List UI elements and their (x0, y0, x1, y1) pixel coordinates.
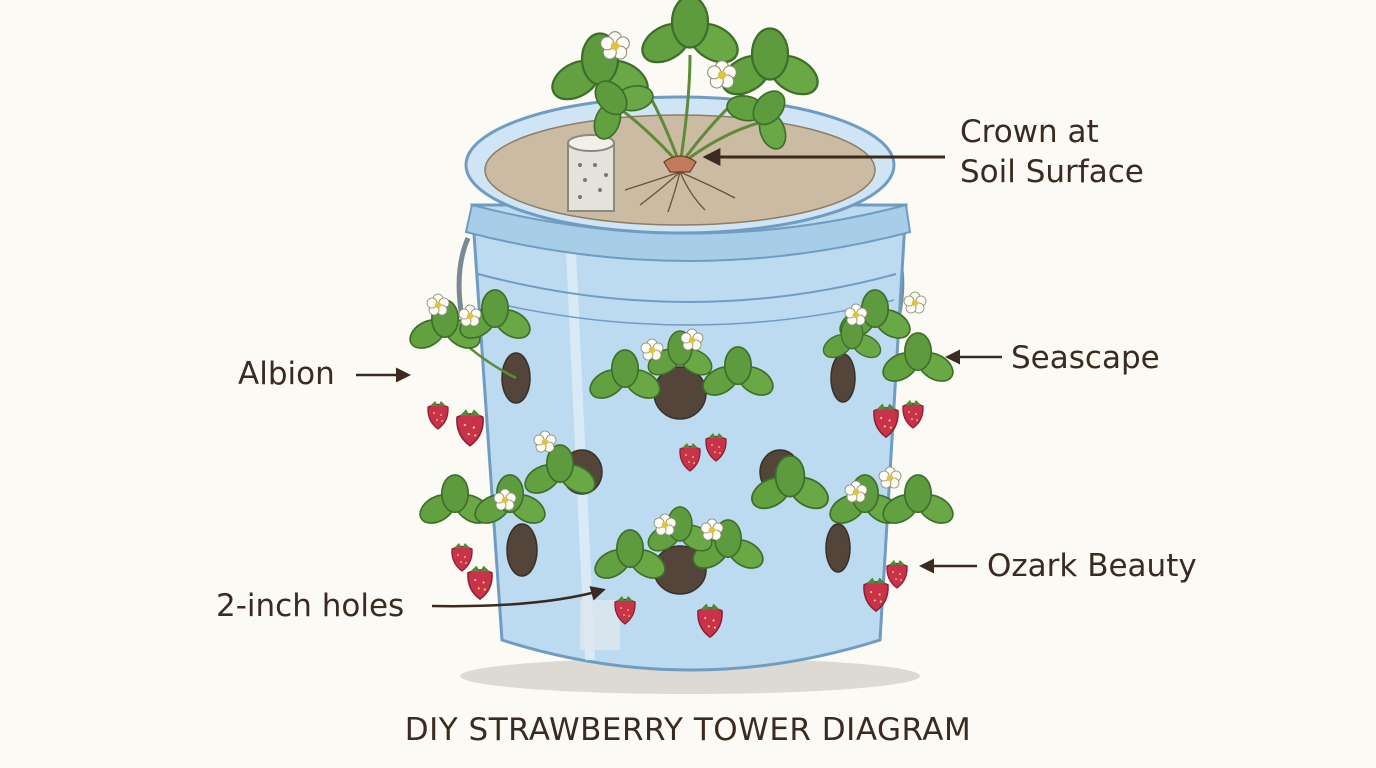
watering-tube (567, 142, 615, 212)
ground-shadow (460, 658, 920, 694)
plant-albion (404, 289, 536, 447)
roots (624, 171, 736, 213)
label-crown-line1: Crown at (960, 114, 1099, 150)
label-seascape: Seascape (1011, 340, 1160, 376)
top-plant (544, 0, 826, 173)
label-albion: Albion (238, 356, 335, 392)
label-ozark-beauty: Ozark Beauty (987, 548, 1197, 584)
holes-arrow (431, 586, 606, 608)
label-crown-line2: Soil Surface (960, 154, 1144, 190)
bucket-handle (456, 236, 471, 319)
label-2-inch-holes: 2-inch holes (216, 588, 405, 624)
diagram-title: DIY STRAWBERRY TOWER DIAGRAM (404, 712, 972, 748)
